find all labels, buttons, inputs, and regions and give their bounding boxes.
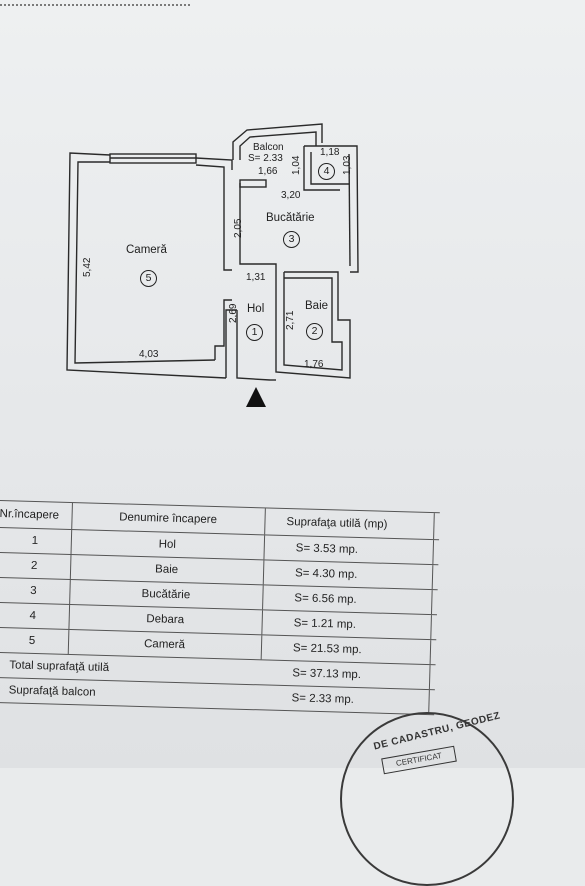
wall-baie-inner [283,272,343,371]
cell-area: S= 6.56 mp. [262,585,433,615]
wall-debara-inner [310,152,349,185]
room-2-number: 2 [306,323,323,340]
entrance-arrow-icon [246,387,266,407]
floor-plan [66,123,359,381]
wall-balcon [232,123,323,160]
total-value: S= 37.13 mp. [259,660,431,690]
balcon-label: Balcon [253,142,284,153]
wall-top-right [195,157,233,170]
wall-baie [275,271,351,379]
rooms-table: Nr.încapere Denumire încapere Suprafaţa … [0,500,440,716]
dim-118: 1,18 [320,147,340,158]
wall-camera-inner [74,161,216,364]
cell-area: S= 1.21 mp. [261,610,432,640]
dim-403: 4,03 [139,349,159,360]
cell-nr: 2 [0,552,72,580]
room-1-name: Hol [247,303,265,315]
document-sheet [0,0,585,768]
wall-debara [303,146,340,191]
header-area: Suprafaţa utilă (mp) [264,508,435,540]
wall-balcon-inner [239,131,317,160]
cell-area: S= 21.53 mp. [260,635,432,665]
header-name: Denumire încapere [71,503,266,535]
room-3-number: 3 [283,231,300,248]
header-nr: Nr.încapere [0,500,73,530]
room-5-number: 5 [140,270,157,287]
cell-nr: 1 [0,527,73,555]
dim-104: 1,04 [291,155,302,175]
dim-542: 5,42 [82,257,93,277]
cell-nr: 4 [0,602,71,629]
room-2-name: Baie [305,300,329,312]
dim-205: 2,05 [233,218,244,238]
cell-area: S= 3.53 mp. [263,535,435,565]
wall-left-lower [225,309,237,378]
wall-partition [214,299,232,360]
cell-nr: 3 [0,577,71,604]
balcony-value: S= 2.33 mp. [259,685,430,715]
dim-320: 3,20 [281,190,301,201]
dim-271: 2,71 [285,310,296,330]
dotted-header-line [0,4,190,6]
dim-176: 1,76 [304,359,324,370]
wall-top-right-inner [195,164,232,271]
room-3-name: Bucătărie [266,212,315,224]
door-balcon [239,179,267,188]
dim-131: 1,31 [246,272,266,283]
dim-166: 1,66 [258,166,278,177]
wall-bucatarie-right [348,153,351,267]
room-4-number: 4 [318,163,335,180]
wall-bucatarie-outer [304,145,359,273]
cell-nr: 5 [0,627,70,654]
wall-hol [236,310,271,381]
dim-269: 2,69 [228,303,239,323]
room-5-name: Cameră [126,244,167,256]
cell-area: S= 4.30 mp. [262,560,434,590]
balcony-label: Suprafaţă balcon [8,684,96,699]
wall-bucatarie-left [239,183,277,272]
wall-camera-outer [66,152,227,379]
dim-103: 1,03 [342,155,353,175]
balcon-area: S= 2.33 [248,153,283,164]
total-label: Total suprafaţă utilă [9,659,110,675]
room-1-number: 1 [246,324,263,341]
